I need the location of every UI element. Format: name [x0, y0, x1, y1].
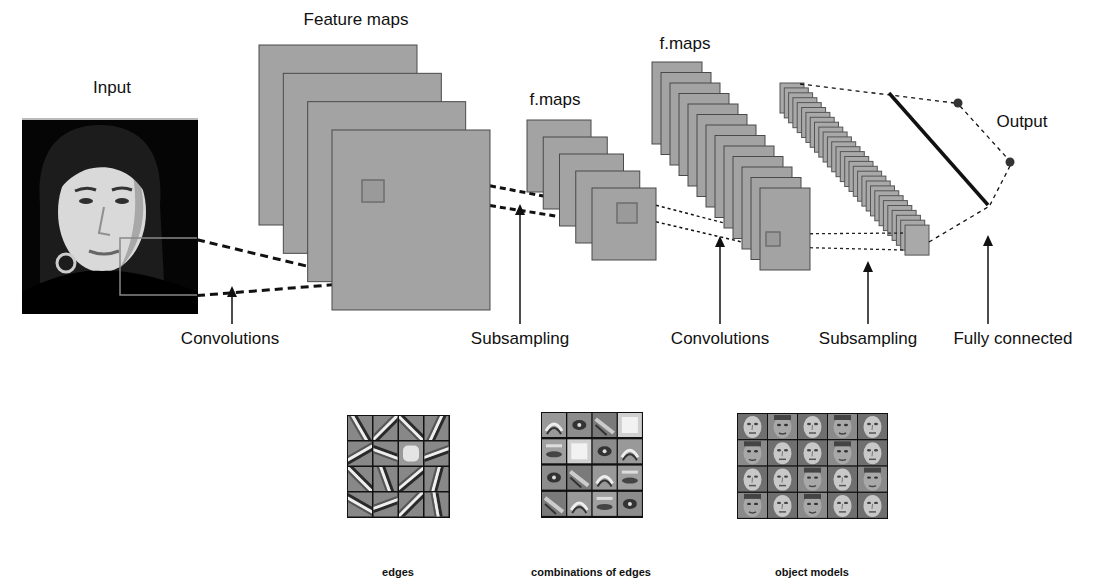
feature-map [760, 188, 810, 270]
receptive-patch [362, 180, 384, 202]
layer-heading: f.maps [648, 34, 722, 54]
object-model-filters [737, 413, 888, 519]
layer-heading: f.maps [520, 90, 590, 110]
edge-filters [335, 403, 462, 531]
layer-heading: Input [22, 78, 202, 98]
filter-caption: object models [775, 566, 849, 579]
feature-map-stack: f.maps [648, 32, 812, 272]
input-image: Input [22, 76, 198, 314]
map-stack-outline [520, 88, 660, 263]
filter-caption: combinations of edges [531, 566, 651, 579]
combination-filters [541, 412, 643, 518]
feature-map-stack: Feature maps [259, 8, 493, 313]
layer-heading: Feature maps [259, 10, 453, 30]
output-neurons [954, 99, 1015, 167]
feature-map [592, 188, 656, 260]
map-stack-outline [259, 8, 493, 313]
input-photo [22, 118, 198, 314]
fully-connected-lines [800, 84, 1010, 242]
receptive-patch [617, 203, 637, 223]
output-label: Output [996, 112, 1047, 132]
operation-label: Subsampling [819, 329, 917, 349]
operation-label: Convolutions [181, 329, 279, 349]
operation-label: Subsampling [471, 329, 569, 349]
filter-caption: edges [382, 566, 414, 579]
receptive-patch [766, 232, 780, 246]
operation-label: Fully connected [953, 329, 1072, 349]
feature-map [332, 130, 490, 310]
operation-label: Convolutions [671, 329, 769, 349]
map-stack-outline [648, 32, 812, 272]
feature-map-stack: f.maps [520, 88, 660, 263]
